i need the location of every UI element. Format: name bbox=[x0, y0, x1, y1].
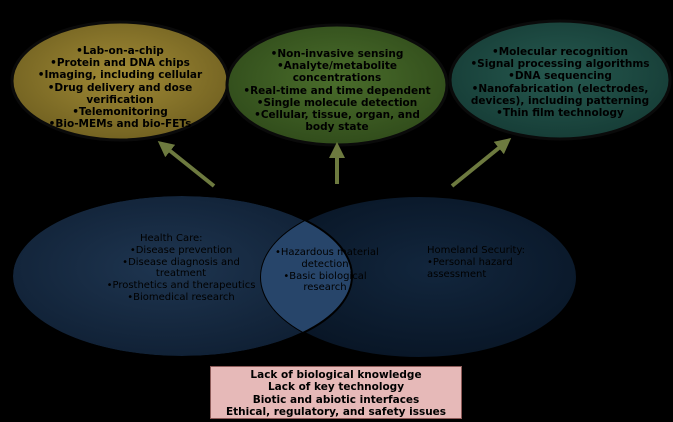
bubble-right-item: devices), including patterning bbox=[470, 94, 650, 107]
bubble-center-text: •Non-invasive sensing •Analyte/metabolit… bbox=[239, 48, 435, 133]
bubble-center-item: •Analyte/metabolite bbox=[276, 60, 398, 73]
limitation-item: Biotic and abiotic interfaces bbox=[252, 393, 420, 406]
bubble-left-item: •Drug delivery and dose bbox=[47, 81, 193, 94]
bubble-left-item: •Lab-on-a-chip bbox=[76, 45, 164, 57]
bubble-right-item: •Nanofabrication (electrodes, bbox=[471, 82, 649, 95]
bubble-right bbox=[448, 19, 672, 141]
bubble-left-item: verification bbox=[86, 93, 154, 106]
bubble-right-item: •Molecular recognition bbox=[492, 46, 628, 58]
venn-homeland-security-item: •Personal hazard bbox=[427, 256, 513, 268]
venn-overlap-item: research bbox=[303, 282, 347, 294]
bubble-center-item: •Single molecule detection bbox=[256, 96, 418, 109]
venn-homeland-security-title: Homeland Security: bbox=[427, 245, 526, 256]
bubble-center-item: •Real-time and time dependent bbox=[243, 84, 431, 97]
bubble-right-item: •Thin film technology bbox=[496, 107, 624, 120]
bubble-center-item: •Non-invasive sensing bbox=[270, 48, 404, 60]
bubble-center-item: concentrations bbox=[292, 72, 382, 85]
venn-overlap-item: •Hazardous material bbox=[275, 247, 379, 258]
venn-health-care-text: Health Care: •Disease prevention •Diseas… bbox=[92, 233, 270, 304]
arrow-to-left-bubble bbox=[157, 141, 216, 188]
venn-health-care-item: •Disease diagnosis and bbox=[122, 256, 240, 268]
limitation-item: Lack of key technology bbox=[267, 381, 405, 394]
venn-health-care-outline bbox=[11, 194, 353, 358]
venn-health-care-item: •Prosthetics and therapeutics bbox=[106, 280, 256, 292]
bubble-center-item: •Cellular, tissue, organ, and bbox=[254, 109, 420, 122]
bubble-left-item: •Protein and DNA chips bbox=[50, 57, 190, 70]
venn-homeland-security-text: Homeland Security: •Personal hazard asse… bbox=[427, 245, 557, 280]
bubble-left-item: •Bio-MEMs and bio-FETs bbox=[48, 118, 192, 131]
bubble-center-item: body state bbox=[305, 121, 369, 134]
venn-homeland-security-item: assessment bbox=[427, 268, 487, 280]
venn-overlap-text: •Hazardous material detection •Basic bio… bbox=[275, 247, 379, 294]
bubble-right-item: •DNA sequencing bbox=[508, 70, 612, 83]
venn-health-care-item: •Biomedical research bbox=[127, 291, 235, 303]
limitations-box: Lack of biological knowledge Lack of key… bbox=[210, 366, 462, 419]
bubble-left-item: •Telemonitoring bbox=[72, 106, 168, 119]
arrow-to-right-bubble bbox=[450, 137, 512, 188]
venn-overlap-item: •Basic biological bbox=[283, 270, 367, 282]
bubble-left-text: •Lab-on-a-chip •Protein and DNA chips •I… bbox=[24, 45, 216, 130]
limitation-item: Lack of biological knowledge bbox=[250, 369, 422, 381]
venn-overlap-item: detection bbox=[301, 258, 349, 270]
venn-health-care-item: treatment bbox=[155, 268, 207, 280]
venn-health-care-title: Health Care: bbox=[140, 233, 203, 244]
limitation-item: Ethical, regulatory, and safety issues bbox=[225, 406, 447, 419]
bubble-right-item: •Signal processing algorithms bbox=[470, 58, 650, 71]
venn-health-care-item: •Disease prevention bbox=[129, 244, 233, 256]
bubble-right-text: •Molecular recognition •Signal processin… bbox=[464, 46, 656, 119]
bubble-left-item: •Imaging, including cellular bbox=[37, 69, 203, 82]
